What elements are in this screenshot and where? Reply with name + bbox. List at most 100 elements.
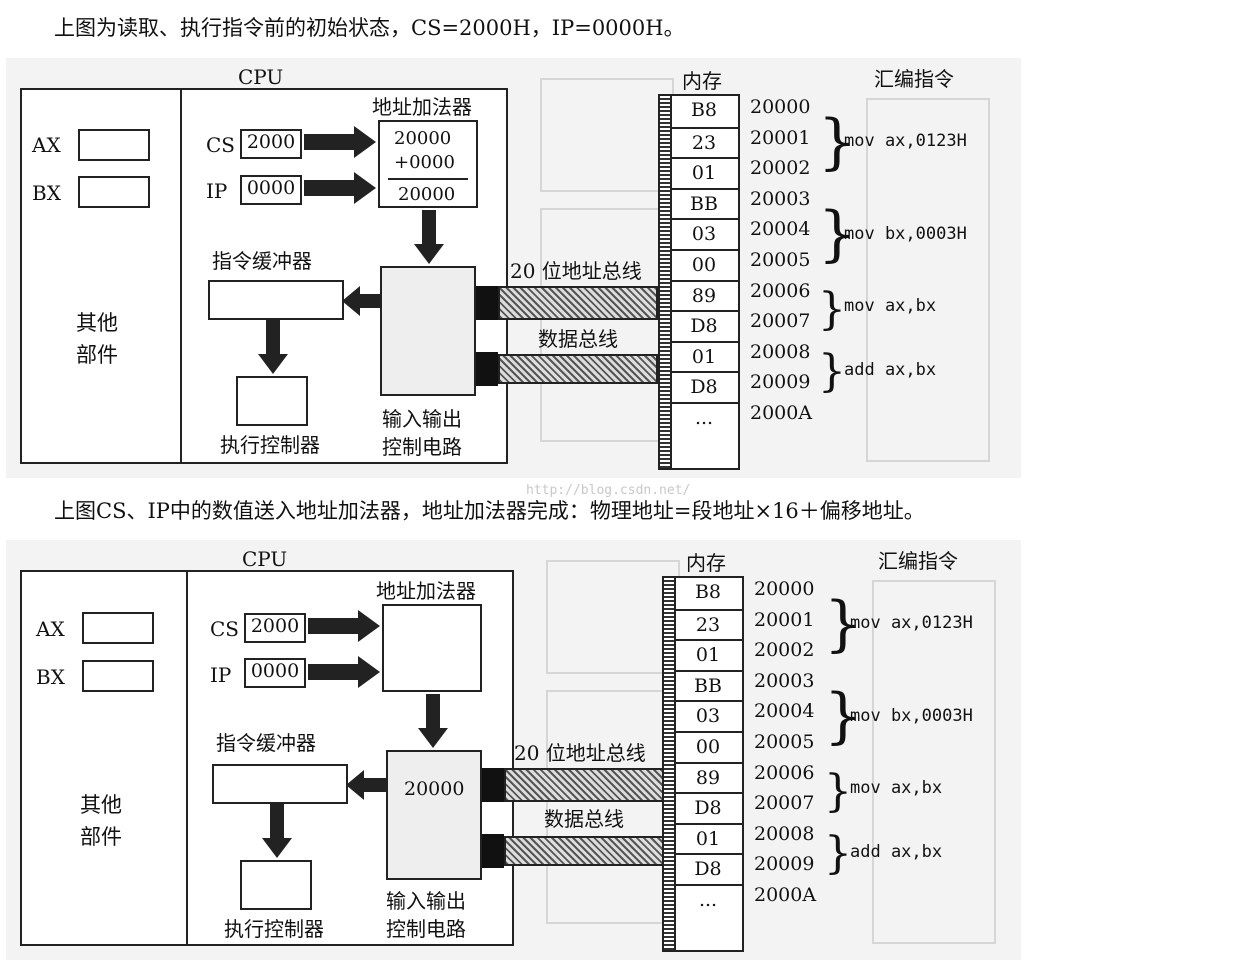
addr-bus-port [476, 286, 498, 320]
caption-middle: 上图CS、IP中的数值送入地址加法器，地址加法器完成：物理地址=段地址×16＋偏… [54, 499, 925, 523]
ax-register [82, 612, 154, 644]
memory-cell: 01 [670, 157, 738, 190]
brace: } [818, 284, 846, 335]
ghost-box [540, 208, 674, 442]
data-bus [504, 836, 664, 866]
memory-address: 20000 [754, 578, 815, 600]
address-adder [382, 604, 482, 692]
memory-stripe [664, 578, 676, 950]
asm-header: 汇编指令 [874, 67, 954, 91]
asm-line-2: mov bx,0003H [844, 224, 967, 244]
other-parts-label-2: 部件 [76, 343, 118, 367]
arrow-buffer-to-exec [258, 320, 288, 374]
memory-address: 20004 [750, 218, 811, 241]
caption-top: 上图为读取、执行指令前的初始状态，CS=2000H，IP=0000H。 [54, 16, 685, 40]
other-parts-label-2: 部件 [80, 825, 122, 849]
memory-address: 20002 [754, 639, 815, 662]
io-control-circuit: 20000 [386, 750, 482, 880]
io-label-1: 输入输出 [382, 407, 462, 431]
memory-address: 20001 [754, 608, 815, 631]
memory-cell: 03 [674, 700, 742, 733]
adder-rule [388, 178, 468, 180]
addr-bus-label: 20 位地址总线 [514, 741, 646, 765]
memory-label: 内存 [682, 69, 722, 93]
arrows-to-adder [308, 610, 380, 688]
memory-cell: D8 [674, 792, 742, 825]
brace: } [818, 199, 857, 269]
memory-cell: BB [674, 669, 742, 703]
ghost-box [540, 78, 674, 192]
cpu-label: CPU [242, 547, 288, 571]
memory-address: 20006 [750, 279, 811, 302]
addr-adder-label: 地址加法器 [376, 579, 476, 603]
memory-cell: ... [670, 402, 738, 435]
memory-address: 2000A [750, 402, 813, 424]
ghost-box [872, 580, 996, 944]
address-bus [504, 768, 664, 802]
memory-stripe [660, 96, 672, 468]
memory-address: 20003 [750, 187, 811, 210]
cs-label: CS [210, 617, 240, 641]
memory-address: 20003 [754, 669, 815, 692]
instruction-buffer [212, 764, 348, 804]
memory-address: 20009 [754, 853, 815, 876]
memory-cell: 01 [674, 822, 742, 856]
instr-buffer-label: 指令缓冲器 [216, 731, 316, 755]
instr-buffer-label: 指令缓冲器 [212, 249, 312, 273]
memory-cell: 00 [670, 249, 738, 282]
bx-register [82, 660, 154, 692]
cpu-label: CPU [238, 65, 284, 89]
memory-cell: B8 [690, 99, 718, 121]
diagram-panel-1: CPU AX BX 其他 部件 CS 2000 IP 0000 地址加法器 20… [6, 58, 1021, 478]
adder-line-2: +0000 [394, 152, 455, 173]
memory-address: 20005 [754, 731, 815, 753]
memory-cell: 01 [670, 340, 738, 374]
other-parts-label-1: 其他 [80, 793, 122, 817]
exec-ctrl-label: 执行控制器 [220, 433, 320, 457]
arrows-to-adder [304, 126, 376, 204]
adder-line-3: 20000 [398, 184, 456, 205]
memory-cell: D8 [670, 371, 738, 404]
memory-address: 20004 [754, 700, 815, 723]
address-adder: 20000 +0000 20000 [378, 120, 478, 208]
brace: } [824, 589, 863, 659]
asm-line-4: add ax,bx [844, 360, 937, 380]
addr-bus-port [482, 768, 504, 802]
data-bus-label: 数据总线 [538, 327, 618, 351]
arrow-adder-to-io [418, 694, 448, 748]
ax-register [78, 129, 150, 161]
brace: } [824, 828, 852, 879]
memory-cell: 00 [674, 731, 742, 764]
memory-cell: 23 [674, 608, 742, 642]
io-control-circuit [380, 266, 476, 396]
ghost-box [866, 98, 990, 462]
memory-address: 20008 [754, 822, 815, 845]
address-bus [498, 286, 658, 320]
cs-register: 2000 [240, 129, 302, 159]
asm-line-1: mov ax,0123H [850, 613, 973, 633]
memory-cell: D8 [670, 310, 738, 343]
memory-address: 20008 [750, 340, 811, 363]
memory-cell: 89 [674, 761, 742, 795]
io-label-1: 输入输出 [386, 889, 466, 913]
other-parts-label-1: 其他 [76, 311, 118, 335]
memory-cell: 01 [674, 639, 742, 672]
data-bus-port [476, 352, 498, 386]
asm-line-1: mov ax,0123H [844, 131, 967, 151]
io-label-2: 控制电路 [386, 917, 466, 941]
arrow-adder-to-io [414, 210, 444, 264]
brace: } [818, 346, 846, 397]
addr-bus-label: 20 位地址总线 [510, 259, 642, 283]
asm-line-3: mov ax,bx [844, 296, 937, 316]
cpu-divider [186, 570, 188, 946]
arrow-io-to-buffer [346, 770, 386, 800]
memory-cell: ... [674, 884, 742, 917]
asm-line-3: mov ax,bx [850, 778, 943, 798]
bx-label: BX [32, 181, 61, 205]
memory-address: 2000A [754, 884, 817, 906]
cs-register: 2000 [244, 613, 306, 643]
brace: } [824, 681, 863, 751]
memory-address: 20000 [750, 96, 811, 118]
